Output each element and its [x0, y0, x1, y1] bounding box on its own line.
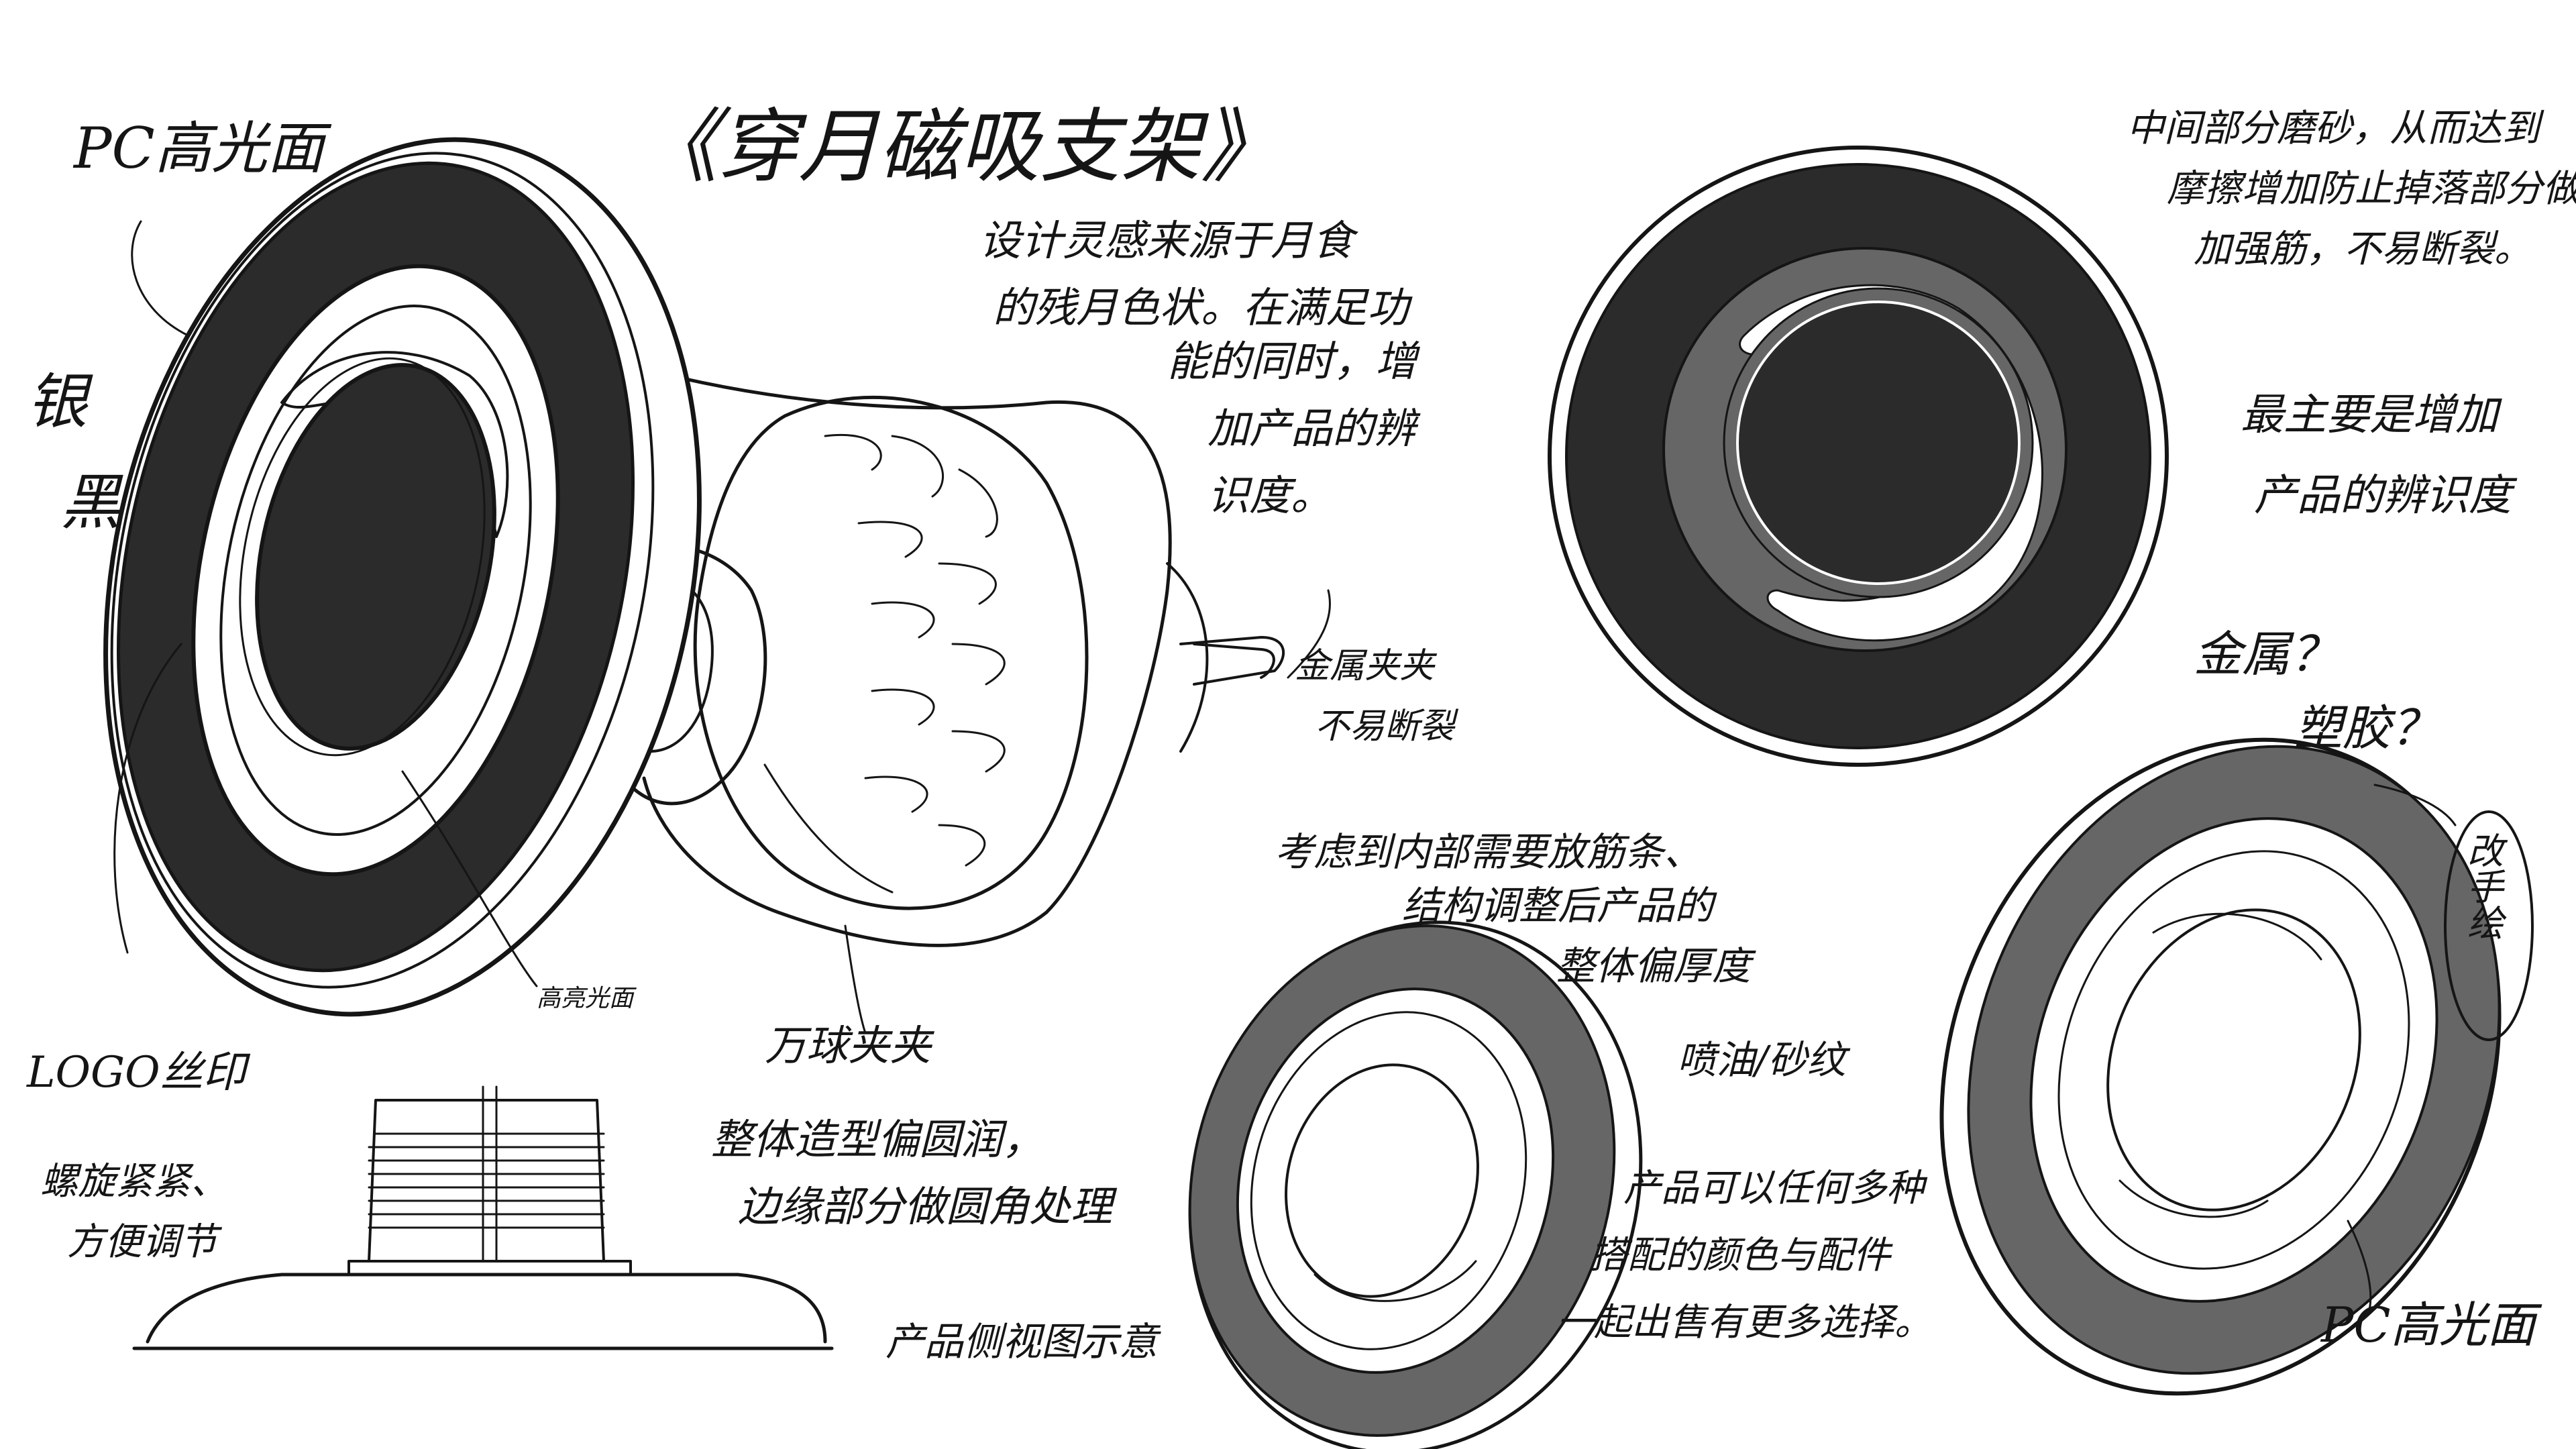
note-plastic-question: 塑胶？: [2294, 700, 2439, 756]
front-view-disc: [1548, 146, 2169, 767]
note-pc-gloss-bottom-right: PC高光面: [2320, 1297, 2542, 1353]
note-design-5: 识度。: [1208, 471, 1332, 520]
note-color-match-1: 产品可以任何多种: [1623, 1167, 1928, 1210]
note-center-2: 摩擦增加防止掉落部分做: [2167, 167, 2576, 211]
note-metal-question: 金属？: [2194, 626, 2339, 682]
note-black: 黑: [60, 468, 123, 538]
note-main-appeal-2: 产品的辨识度: [2254, 471, 2518, 521]
note-internal-3: 整体偏厚度: [1556, 943, 1756, 989]
note-spray-finish: 喷油/砂纹: [1677, 1037, 1851, 1083]
note-design-4: 加产品的辨: [1208, 404, 1421, 453]
note-logo-silk: LOGO丝印: [26, 1048, 251, 1097]
sheet-title: 《穿月磁吸支架》: [637, 101, 1281, 194]
note-design-3: 能的同时，增: [1167, 337, 1421, 386]
note-screw-2: 方便调节: [67, 1220, 223, 1264]
small-perspective-disc: [1188, 920, 1643, 1449]
main-product-sketch: [103, 137, 1285, 1017]
note-metal-clip-1: 金属夹夹: [1295, 646, 1438, 686]
side-view-sketch: [132, 1085, 834, 1350]
perspective-disc-right: [1939, 737, 2502, 1396]
note-hand-tuned: 改手绘: [2461, 832, 2504, 941]
note-internal-2: 结构调整后产品的: [1402, 883, 1717, 928]
note-color-match-3: 一起出售有更多选择。: [1556, 1301, 1932, 1344]
note-ball-clamp: 万球夹夹: [765, 1021, 934, 1070]
note-design-2: 的残月色状。在满足功: [993, 283, 1413, 332]
note-center-1: 中间部分磨砂，从而达到: [2127, 107, 2544, 150]
leader-lines: [113, 220, 2534, 1316]
note-color-match-2: 搭配的颜色与配件: [1590, 1234, 1893, 1277]
note-pc-gloss-top-left: PC高光面: [72, 115, 332, 181]
note-silver: 银: [27, 367, 93, 437]
note-main-appeal-1: 最主要是增加: [2241, 390, 2502, 440]
note-high-gloss-small: 高亮光面: [537, 985, 637, 1012]
ribbed-knob: [693, 395, 1089, 910]
note-metal-clip-2: 不易断裂: [1315, 706, 1459, 747]
note-overall-round-1: 整体造型偏圆润，: [711, 1115, 1044, 1164]
note-internal-1: 考虑到内部需要放筋条、: [1275, 829, 1703, 875]
note-design-1: 设计灵感来源于月食: [979, 216, 1359, 265]
note-overall-round-2: 边缘部分做圆角处理: [738, 1182, 1118, 1231]
note-screw-1: 螺旋紧紧、: [40, 1160, 228, 1203]
note-center-3: 加强筋，不易断裂。: [2194, 227, 2532, 271]
note-side-view: 产品侧视图示意: [885, 1319, 1161, 1364]
